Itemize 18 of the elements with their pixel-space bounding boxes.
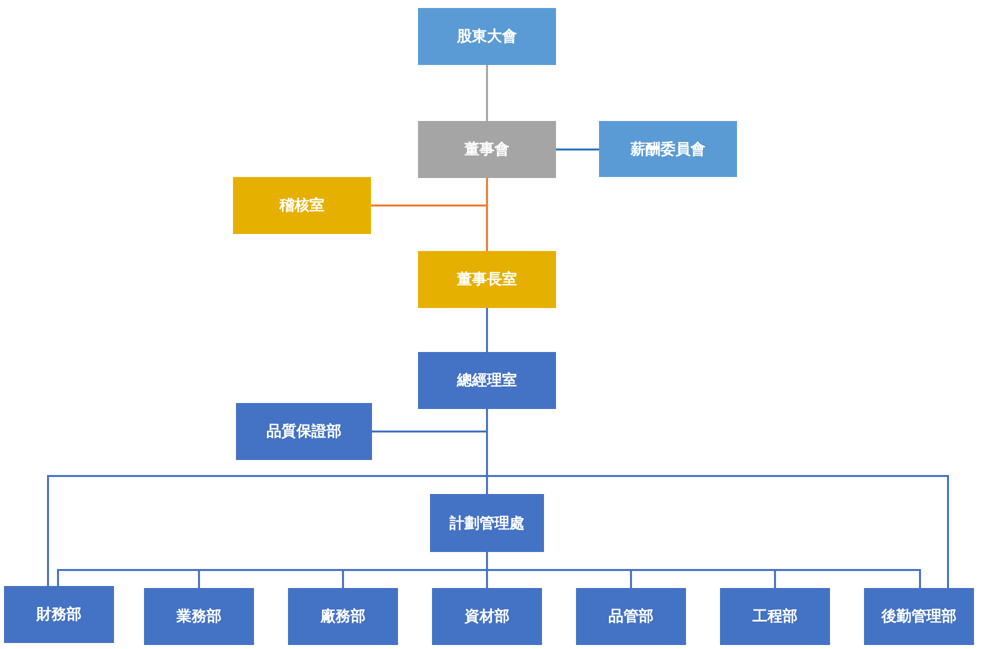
org-unit-box: 廠務部 (288, 588, 398, 645)
org-unit-box: 董事長室 (418, 251, 556, 308)
org-unit-box: 工程部 (720, 588, 830, 645)
org-unit-box: 股東大會 (418, 8, 556, 65)
org-unit-box: 後勤管理部 (864, 588, 974, 645)
org-unit-box: 業務部 (144, 588, 254, 645)
org-unit-box: 稽核室 (233, 177, 371, 234)
connector-line (486, 65, 488, 121)
org-unit-box: 品質保證部 (236, 403, 372, 460)
org-unit-box: 薪酬委員會 (599, 121, 737, 177)
org-unit-box: 總經理室 (418, 352, 556, 409)
org-unit-box: 財務部 (4, 586, 114, 643)
org-unit-box: 計劃管理處 (430, 494, 544, 552)
org-unit-box: 資材部 (432, 588, 542, 645)
org-unit-box: 董事會 (418, 121, 556, 178)
org-unit-box: 品管部 (576, 588, 686, 645)
connector-line (486, 308, 488, 352)
connector-line (556, 148, 599, 150)
